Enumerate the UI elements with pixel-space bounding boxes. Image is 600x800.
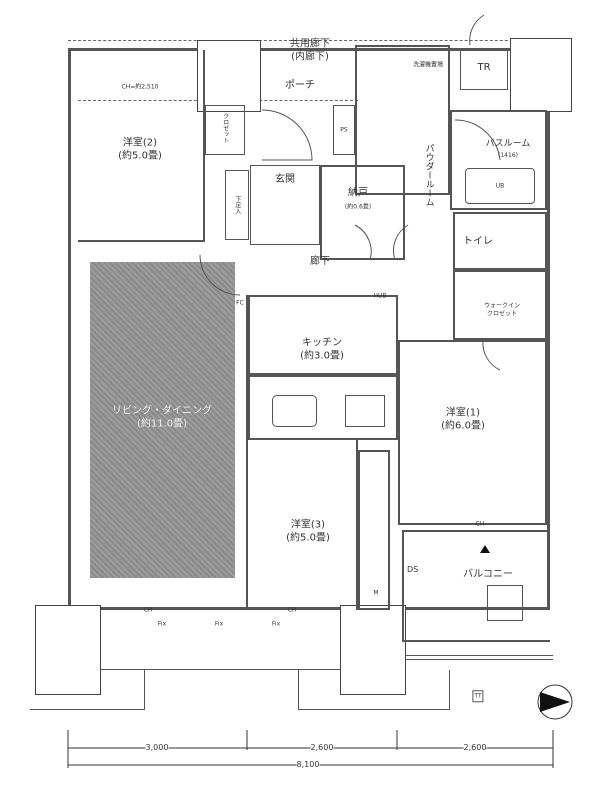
- stove: [345, 395, 385, 427]
- tr-label: TR: [477, 61, 491, 73]
- balcony-rail: [405, 655, 553, 660]
- ch-mark-3: CH: [475, 520, 485, 528]
- western3-label: 洋室(3)(約5.0畳): [286, 520, 330, 545]
- western1-size: (約6.0畳): [441, 420, 485, 431]
- kitchen-label: キッチン(約3.0畳): [300, 338, 344, 363]
- bath-name: バスルーム: [485, 138, 531, 149]
- ps-label: PS: [340, 126, 348, 134]
- room-bath: [450, 110, 547, 210]
- sink: [272, 395, 317, 427]
- western2-label: 洋室(2)(約5.0畳): [118, 138, 162, 163]
- living-floor: [90, 262, 235, 578]
- fix-2: Fix: [214, 620, 224, 628]
- kitchen-size: (約3.0畳): [300, 350, 344, 361]
- kitchen-counter: [248, 375, 398, 440]
- room-storage: [320, 165, 405, 260]
- walkin-label: ウォークインクロゼット: [484, 303, 520, 318]
- compass-icon: [537, 684, 573, 720]
- bath-size: (1416): [498, 152, 518, 159]
- western3-name: 洋室(3): [290, 519, 326, 531]
- dimension-seg2: 2,600: [310, 743, 334, 753]
- entrance-label: 玄関: [275, 173, 295, 185]
- toilet-label: トイレ: [463, 235, 493, 247]
- washer-label: 洗濯機置場: [412, 61, 444, 69]
- kitchen-name: キッチン: [302, 337, 342, 349]
- western1-label: 洋室(1)(約6.0畳): [441, 408, 485, 433]
- bathtub: [465, 168, 535, 204]
- room-walkin-closet: [453, 270, 547, 340]
- storage-label: 納戸 (約0.6畳): [345, 188, 371, 213]
- ch-mark-1: CH: [143, 606, 153, 614]
- fix-1: Fix: [157, 620, 167, 628]
- porch-label: ポーチ: [285, 79, 315, 91]
- ds-label: DS: [407, 565, 419, 574]
- walkin-line2: クロゼット: [486, 310, 518, 317]
- bath-label: バスルーム (1416): [486, 139, 531, 162]
- ub-label: UB: [495, 182, 505, 190]
- hub-label: HUB: [373, 292, 387, 300]
- fc-label: FC: [236, 299, 244, 307]
- column-top-left: [197, 40, 261, 112]
- walkin-line1: ウォークイン: [483, 302, 521, 310]
- dimension-seg1: 3,000: [145, 743, 169, 753]
- living-size: (約11.0畳): [136, 418, 188, 429]
- living-wall: [246, 295, 248, 610]
- water-heater-room: [355, 45, 450, 195]
- balcony-label: バルコニー: [463, 568, 513, 580]
- corridor-line: [68, 40, 548, 41]
- storage-size: (約0.6畳): [344, 203, 372, 210]
- balcony-area: [402, 530, 550, 642]
- balcony-slab: [100, 610, 340, 670]
- slab-lower-left: [30, 670, 145, 710]
- column-bottom-left: [35, 605, 101, 695]
- western2-size: (約5.0畳): [118, 150, 162, 161]
- column-bottom-mid: [340, 605, 406, 695]
- corridor-label: 共用廊下(内廊下): [290, 39, 330, 64]
- room-western-2: [78, 50, 205, 242]
- room-kitchen: [248, 295, 398, 375]
- closet-label: クロゼット: [221, 113, 229, 143]
- corridor-name: 共用廊下: [290, 38, 330, 50]
- room-toilet: [453, 212, 547, 270]
- outer-wall: [68, 48, 550, 610]
- western1-name: 洋室(1): [445, 407, 481, 419]
- room-western-3: [248, 440, 358, 610]
- western2-ch: CH=約2,510: [121, 83, 159, 91]
- living-name: リビング・ダイニング: [112, 405, 212, 417]
- ps-box: [333, 105, 355, 155]
- shoes-label: 下足入: [233, 196, 241, 214]
- ac-unit: [487, 585, 523, 621]
- storage-name: 納戸: [347, 187, 368, 199]
- m-mark: M: [373, 589, 379, 597]
- hallway-label: 廊下: [310, 255, 330, 267]
- room-entrance: [250, 165, 320, 245]
- room-western-1: [398, 340, 547, 525]
- powder-label: パウダールーム: [423, 143, 434, 207]
- shoe-cabinet: [225, 170, 249, 240]
- closet-western-2: [205, 105, 245, 155]
- western2-name: 洋室(2): [122, 137, 158, 149]
- tr-box: [460, 50, 508, 90]
- western3-size: (約5.0畳): [286, 532, 330, 543]
- closet-western-3: [358, 450, 390, 610]
- corridor-sub: (内廊下): [291, 51, 329, 62]
- ch-mark-2: CH: [287, 606, 297, 614]
- fix-3: Fix: [271, 620, 281, 628]
- living-label: リビング・ダイニング(約11.0畳): [112, 406, 212, 431]
- tt-label: TT: [472, 690, 484, 702]
- dimension-total: 8,100: [296, 760, 320, 770]
- dimension-seg3: 2,600: [463, 743, 487, 753]
- slab-lower-mid: [298, 670, 450, 710]
